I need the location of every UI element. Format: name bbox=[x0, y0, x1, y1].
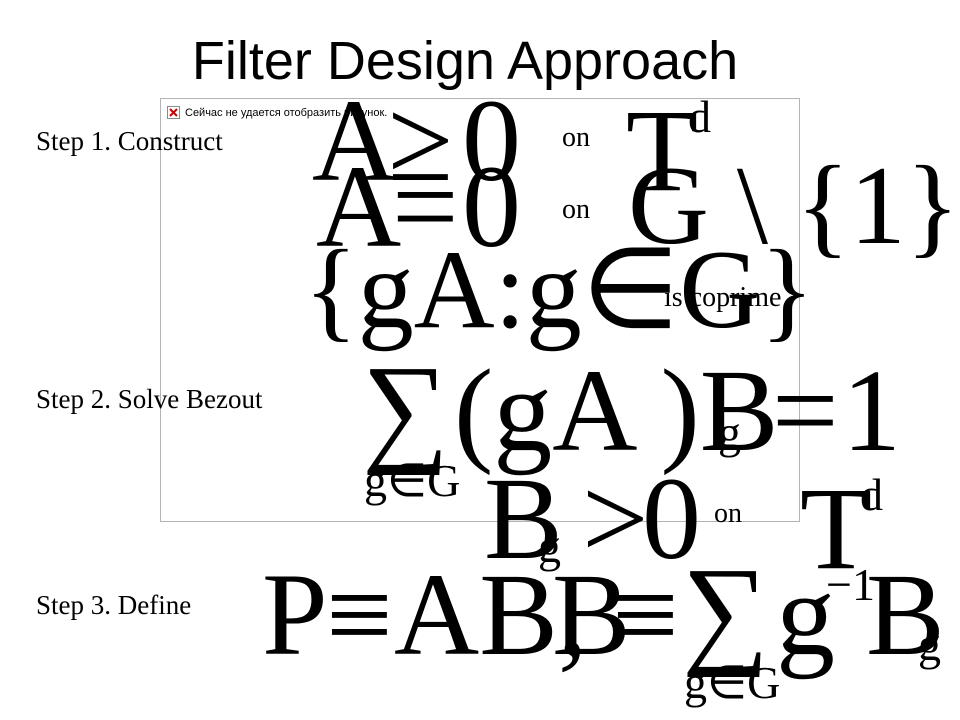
slide-title: Filter Design Approach bbox=[191, 31, 739, 91]
step-3-label: Step 3. Define bbox=[36, 590, 192, 620]
formula-AB: AB, bbox=[394, 549, 588, 680]
formula-sum: ∑ bbox=[362, 341, 449, 476]
formula-equiv: ≡ bbox=[326, 549, 393, 680]
formula-d: d bbox=[688, 91, 711, 142]
formula-sum-index-2: g∈G bbox=[684, 657, 781, 708]
formula-G-minus-1: G \ {1} bbox=[628, 144, 960, 268]
formula-zero-2: 0 bbox=[462, 141, 521, 272]
formula-zero-3: 0 bbox=[642, 453, 701, 584]
word-on-1: on bbox=[562, 122, 590, 153]
formula-B: B bbox=[484, 453, 563, 584]
formula-A: A bbox=[312, 75, 398, 206]
word-on-3: on bbox=[714, 498, 742, 529]
formula-A-2: A bbox=[316, 141, 402, 272]
step-2-label: Step 2. Solve Bezout bbox=[36, 384, 263, 414]
formula-subscript-g: g bbox=[718, 407, 741, 458]
formula-sum-index: g∈G bbox=[364, 455, 461, 506]
formula-minus-one: −1 bbox=[826, 559, 875, 610]
formula-eq: = bbox=[392, 141, 459, 272]
formula-one: 1 bbox=[842, 345, 901, 476]
formula-gA-B: (gA )B bbox=[454, 345, 779, 476]
formula-T: T bbox=[626, 85, 699, 216]
broken-image-icon bbox=[167, 106, 180, 119]
formula-equiv-2: ≡ bbox=[612, 549, 679, 680]
step-1-label: Step 1. Construct bbox=[36, 126, 223, 156]
formula-sum-2: ∑ bbox=[682, 543, 769, 678]
formula-P: P bbox=[262, 549, 328, 680]
formula-orbit-set: {gA:g∈G} bbox=[304, 228, 814, 352]
formula-eq-2: = bbox=[772, 345, 839, 476]
formula-geq: ≥ bbox=[388, 75, 453, 206]
formula-zero: 0 bbox=[462, 75, 521, 206]
formula-B-2: B bbox=[552, 549, 631, 680]
formula-subscript-g-3: g bbox=[918, 619, 941, 670]
word-on-2: on bbox=[562, 194, 590, 225]
formula-T-2: T bbox=[800, 463, 873, 594]
formula-d-2: d bbox=[860, 469, 883, 520]
broken-image-message: Сейчас не удается отобразить рисунок. bbox=[185, 107, 388, 119]
broken-image-placeholder: Сейчас не удается отобразить рисунок. bbox=[160, 98, 800, 522]
word-coprime: is coprime bbox=[664, 282, 782, 313]
formula-B-3: B bbox=[866, 549, 945, 680]
formula-gt: > bbox=[582, 453, 649, 584]
formula-subscript-g-2: g bbox=[538, 521, 561, 572]
formula-g: g bbox=[776, 549, 835, 680]
